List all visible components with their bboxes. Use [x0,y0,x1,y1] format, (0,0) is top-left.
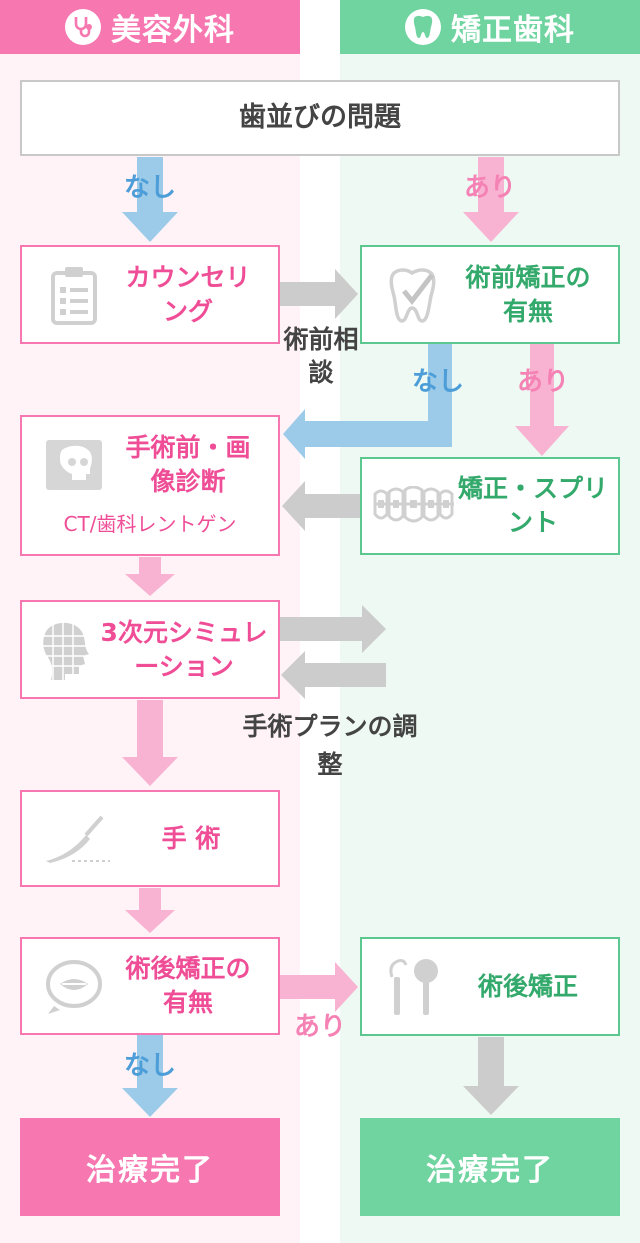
header-right-label: 矯正歯科 [451,13,575,48]
start-label: 歯並びの問題 [239,101,401,133]
mouth-icon [42,954,106,1018]
diagnosis-sublabel: CT/歯科レントゲン [63,512,237,536]
arrow-start-to-pre-ortho [463,157,519,242]
tooth-check-icon [382,263,446,327]
header-beauty-surgery: 美容外科 [0,0,300,54]
label-nashi-2: なし [411,367,464,397]
final-left-label: 治療完了 [86,1153,214,1188]
tooth-icon [405,9,441,45]
final-right: 治療完了 [360,1118,620,1216]
node-splint: 矯正・スプリント [360,457,620,555]
label-consult: 術前相談 [283,325,359,387]
node-counseling: カウンセリング [20,245,280,344]
3d-head-icon [34,618,98,682]
label-nashi-1: なし [123,173,176,203]
clipboard-icon [42,263,106,327]
stethoscope-icon [65,9,101,45]
braces-icon [372,474,456,538]
surgery-label: 手 術 [161,823,221,853]
header-left-label: 美容外科 [111,13,235,48]
arrow-pre-ortho-to-splint [515,343,569,456]
arrow-simulation-in [281,651,386,699]
header-orthodontics: 矯正歯科 [340,0,640,54]
label-nashi-3: なし [123,1051,176,1081]
skull-xray-icon [42,433,106,497]
simulation-label: 3次元シミュレーション [100,617,268,681]
label-ari-3: あり [293,1012,346,1042]
node-simulation: 3次元シミュレーション [20,600,280,699]
arrow-surgery-to-post-ortho-check [125,888,175,933]
label-ari-2: あり [516,367,569,397]
node-post-ortho-check: 術後矯正の有無 [20,937,280,1035]
node-post-ortho: 術後矯正 [360,937,620,1036]
label-ari-1: あり [463,173,516,203]
splint-label: 矯正・スプリント [458,474,609,537]
node-diagnosis: 手術前・画像診断 CT/歯科レントゲン [20,415,280,556]
arrow-post-ortho-to-final [463,1037,519,1115]
label-adjust: 手術プランの調整 [242,712,418,779]
scalpel-icon [42,807,112,871]
arrow-pre-ortho-to-diagnosis [283,343,452,459]
arrow-splint-to-diagnosis [282,481,360,531]
arrow-post-ortho-check-to-post-ortho [280,962,358,1012]
arrow-simulation-to-surgery [122,700,178,786]
post-ortho-label: 術後矯正 [477,971,578,1001]
node-pre-ortho-check: 術前矯正の有無 [360,245,620,344]
arrow-simulation-out [280,605,386,653]
counseling-label: カウンセリング [125,262,251,326]
node-surgery: 手 術 [20,790,280,887]
final-right-label: 治療完了 [426,1153,554,1188]
arrow-post-ortho-check-to-final [122,1035,178,1117]
pre-ortho-check-label: 術前矯正の有無 [465,262,591,326]
arrow-diagnosis-to-simulation [125,557,175,596]
arrow-counseling-to-pre-ortho [280,269,358,319]
diagnosis-label: 手術前・画像診断 [125,432,251,496]
start-node: 歯並びの問題 [20,80,620,156]
final-left: 治療完了 [20,1118,280,1216]
post-ortho-check-label: 術後矯正の有無 [125,954,251,1017]
dental-tools-icon [382,955,446,1019]
arrow-start-to-counseling [122,157,178,242]
